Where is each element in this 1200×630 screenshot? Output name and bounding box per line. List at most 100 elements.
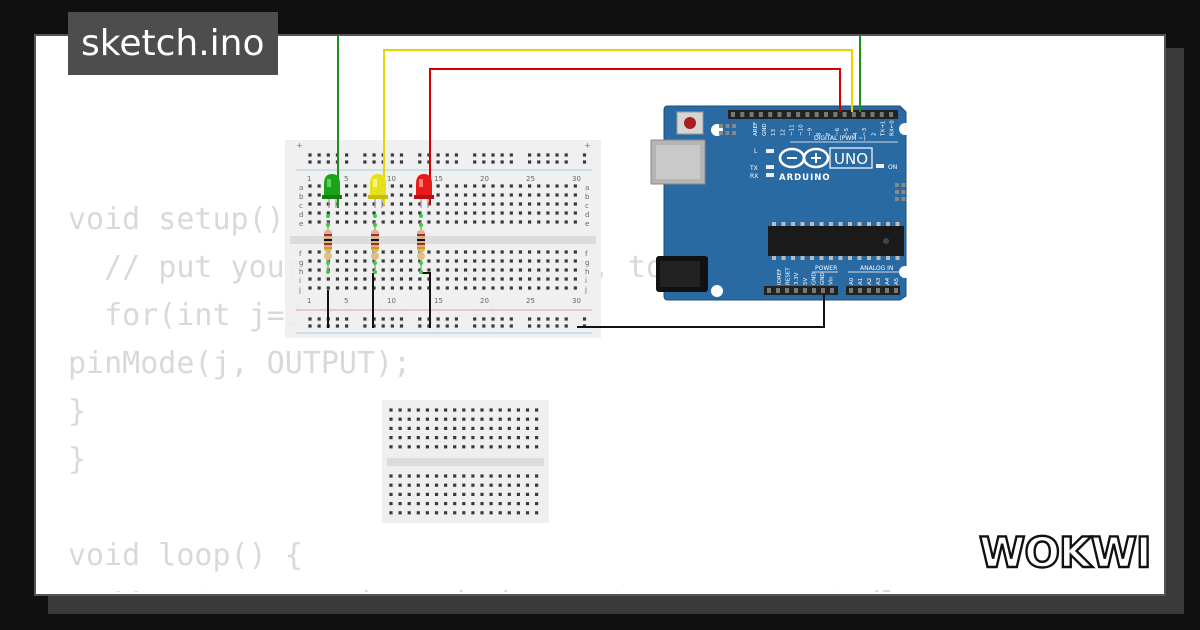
- resistor[interactable]: [324, 222, 332, 272]
- rx-label: RX: [750, 173, 758, 180]
- breadboard-hole: [555, 184, 559, 188]
- wokwi-logo-text: WOKWI: [979, 528, 1151, 577]
- breadboard-hole: [445, 211, 449, 215]
- row-label: g: [585, 259, 589, 267]
- ground-wire[interactable]: [577, 295, 825, 328]
- pin-label: IOREF: [777, 269, 783, 285]
- breadboard-hole: [509, 277, 513, 281]
- pin-label: A4: [885, 277, 891, 285]
- breadboard-hole: [537, 277, 541, 281]
- breadboard-hole: [525, 445, 530, 449]
- breadboard-hole: [409, 259, 413, 263]
- chip-pin: [857, 256, 862, 260]
- breadboard-hole: [398, 492, 402, 496]
- chip-pin: [886, 222, 890, 226]
- breadboard-hole: [482, 220, 486, 224]
- breadboard-hole: [407, 408, 411, 412]
- breadboard-hole: [399, 211, 404, 215]
- breadboard-hole: [427, 153, 431, 157]
- green-led[interactable]: [322, 174, 342, 208]
- breadboard-hole: [389, 436, 393, 440]
- breadboard-hole: [482, 193, 486, 197]
- breadboard-hole: [418, 160, 422, 164]
- header-pin: [821, 288, 825, 293]
- breadboard-hole: [537, 211, 541, 215]
- analog-header[interactable]: [846, 286, 900, 295]
- on-led-icon: [876, 164, 884, 168]
- breadboard-hole: [573, 202, 577, 206]
- breadboard-hole: [445, 184, 449, 188]
- chip-pin: [791, 222, 795, 226]
- breadboard-hole: [507, 445, 511, 449]
- breadboard-hole: [398, 445, 402, 449]
- column-label: 25: [526, 297, 535, 305]
- breadboard-hole: [389, 408, 393, 412]
- digital-header[interactable]: [728, 110, 898, 119]
- red-led[interactable]: [414, 174, 434, 208]
- breadboard-hole: [516, 474, 520, 478]
- breadboard-hole: [500, 286, 504, 290]
- breadboard-hole: [564, 220, 568, 224]
- breadboard-hole: [434, 445, 439, 449]
- breadboard-hole: [407, 502, 411, 506]
- header-pin: [767, 288, 771, 293]
- yellow-led[interactable]: [368, 174, 388, 208]
- breadboard-hole: [573, 184, 577, 188]
- power-header[interactable]: [764, 286, 838, 295]
- breadboard-hole: [555, 202, 559, 206]
- breadboard-hole: [473, 259, 477, 263]
- breadboard-hole: [509, 184, 513, 188]
- file-tab[interactable]: sketch.ino: [68, 12, 279, 75]
- breadboard-hole: [398, 417, 402, 421]
- breadboard-hole: [436, 277, 440, 281]
- breadboard-hole: [525, 502, 530, 506]
- breadboard-hole: [491, 160, 495, 164]
- breadboard-hole: [555, 160, 559, 164]
- breadboard-hole: [546, 250, 550, 254]
- breadboard-hole: [555, 286, 559, 290]
- breadboard-hole: [354, 193, 358, 197]
- breadboard-hole: [454, 153, 458, 157]
- chip-pin: [838, 256, 843, 260]
- breadboard-hole: [454, 220, 458, 224]
- breadboard-hole: [444, 445, 448, 449]
- breadboard-hole: [525, 483, 530, 487]
- breadboard-hole: [416, 426, 420, 430]
- breadboard-hole: [518, 268, 523, 272]
- breadboard-hole: [454, 286, 458, 290]
- breadboard-hole: [537, 259, 541, 263]
- resistor[interactable]: [371, 222, 379, 272]
- breadboard-hole: [317, 202, 321, 206]
- header-pin: [889, 112, 894, 117]
- breadboard-hole: [399, 153, 404, 157]
- breadboard-hole: [471, 492, 475, 496]
- red-wire[interactable]: [429, 68, 841, 205]
- breadboard-hole: [326, 286, 330, 290]
- breadboard-hole: [425, 483, 429, 487]
- breadboard-hole: [381, 211, 385, 215]
- breadboard-hole: [453, 483, 457, 487]
- yellow-wire[interactable]: [383, 49, 853, 205]
- breadboard-hole: [363, 259, 367, 263]
- breadboard-hole: [535, 445, 539, 449]
- breadboard-hole: [582, 153, 587, 157]
- breadboard-hole: [462, 474, 466, 478]
- breadboard-hole: [491, 286, 495, 290]
- breadboard-hole: [482, 277, 486, 281]
- breadboard-hole: [480, 502, 484, 506]
- row-label: h: [585, 268, 589, 276]
- breadboard-hole: [537, 160, 541, 164]
- breadboard-hole: [525, 492, 530, 496]
- breadboard-hole: [555, 268, 559, 272]
- breadboard-hole: [308, 220, 312, 224]
- chip-pin: [810, 256, 814, 260]
- resistor[interactable]: [417, 222, 425, 272]
- breadboard-hole: [482, 324, 486, 328]
- breadboard-hole: [500, 160, 504, 164]
- header-pin: [749, 112, 754, 117]
- black-wire[interactable]: [421, 272, 431, 328]
- breadboard-hole: [555, 153, 559, 157]
- pin-label: GND: [762, 123, 768, 136]
- pin-label: RESET: [786, 267, 792, 285]
